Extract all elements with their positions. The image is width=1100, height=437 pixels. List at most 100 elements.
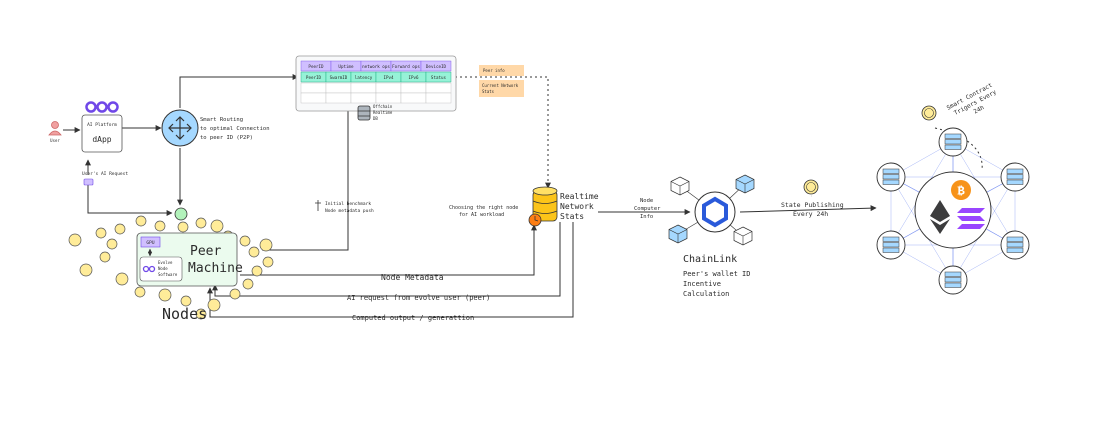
table-subheader-cell: IPv4 [375,71,402,83]
router-arrows-icon [168,116,192,140]
svg-text:Forward ops: Forward ops [392,64,420,69]
note-network-stats: Current Network Stats [479,80,524,97]
computed-output-line [207,222,574,318]
chain-hub[interactable]: ₿ [914,171,992,249]
evolve-logo-icon [85,101,119,113]
server-node-icon [876,230,906,260]
dapp-platform-label: AI Platform [87,122,117,128]
node-dot [262,256,274,268]
router-to-table-arrow [179,74,299,108]
message-icon [83,178,94,186]
software-line-3: Software [158,272,178,277]
solana-icon [957,208,985,229]
dumbbell-icon [315,200,321,211]
note-peer-info: Peer info [479,65,524,76]
realtime-stats[interactable]: Realtime Network Stats [528,186,599,227]
table-header-cell: Uptime [330,60,362,72]
table-subheader-cell: SwarmID [325,71,352,83]
svg-text:network ops: network ops [362,64,390,69]
stats-line-2: Network [560,202,594,211]
benchmark-line-1: Initial benchmark [325,201,371,207]
node-dot [195,217,207,229]
node-dot [259,238,273,252]
table-header-cell: DeviceID [420,60,452,72]
node-dot [251,265,263,277]
table-header-cell: Forward ops [390,60,422,72]
server-node-icon [1000,230,1030,260]
node-dot [210,219,224,233]
bitcoin-icon: ₿ [951,180,971,200]
node-dot [177,221,189,233]
table-cell [400,92,427,104]
node-dot [195,308,207,320]
routing-line-3: to peer ID (P2P) [200,135,253,141]
peer-info-label: Peer info [483,68,505,73]
table-cell [400,82,427,94]
table-cell [375,92,402,104]
chainlink-to-network [739,205,877,213]
computed-output-label: Computed output / generattion [352,314,474,322]
table-subheader-cell: Status [425,71,452,83]
cube-icon [735,174,755,194]
node-dot [79,263,93,277]
contract-dashed [934,127,983,171]
table-to-stats-dashed [455,76,551,189]
node-dot [134,286,146,298]
ai-request-label: AI request from evolve user (peer) [347,294,490,302]
db-line-2: Realtime [373,110,393,115]
node-info-line-3: Info [640,214,653,220]
node-dot [115,272,129,286]
nodes-label: Nodes [162,305,207,323]
publishing-line-2: Every 24h [793,210,828,218]
table-cell [350,92,377,104]
node-dot [229,288,241,300]
node-dot [154,220,166,232]
table-subheader-cell: latency [350,71,377,83]
choosing-line-2: for AI workload [459,212,504,218]
server-node-icon [938,127,968,157]
blockchain-network [876,127,1030,295]
node-dot [95,227,107,239]
table-cell [300,82,327,94]
cube-icon [668,224,688,244]
junction-node[interactable] [174,207,188,221]
chainlink-logo-icon [702,196,728,228]
db-line-1: Offchain [373,104,393,109]
chainlink-line-2: Incentive [683,280,721,288]
clock-icon [803,179,819,195]
ai-request-line [212,222,561,297]
table-header-cell: network ops [360,60,392,72]
benchmark-annotation: Initial benchmark Node metadata push [315,200,374,214]
offchain-db[interactable]: Offchain Realtime DB [357,104,393,121]
node-cloud [68,215,274,320]
svg-text:IPv4: IPv4 [383,75,394,80]
dapp-block[interactable]: AI Platform dApp [81,101,123,153]
svg-text:latency: latency [355,75,373,80]
node-dot [135,215,147,227]
svg-text:Status: Status [431,75,447,80]
routing-line-1: Smart Routing [200,117,243,123]
node-dot [248,246,260,258]
contract-line-3: 24h [973,104,986,115]
smart-router[interactable]: Smart Routing to optimal Connection to p… [161,109,270,147]
table-subheader-cell: IPv6 [400,71,427,83]
user-request-label: User's AI Request [82,171,128,177]
svg-text:PeerID: PeerID [308,64,324,69]
node-metadata-line [240,224,537,276]
node-info-line-1: Node [640,198,653,204]
table-cell [325,82,352,94]
user-figure[interactable]: User [48,121,62,144]
user-request-annotation: User's AI Request [82,171,128,186]
smart-contract-annotation: Smart Contract Trigers Every 24h [946,82,998,117]
chainlink-node[interactable] [694,191,736,233]
chainlink-title: ChainLink [683,254,737,265]
network-stats-line-2: Stats [482,89,495,94]
user-icon [51,121,59,129]
database-icon [357,105,371,121]
peer-machine[interactable]: GPU Evolve Node Software Peer Machine [136,232,243,287]
dapp-box [81,114,123,153]
table-cell [325,92,352,104]
choosing-line-1: Choosing the right node [449,205,518,211]
